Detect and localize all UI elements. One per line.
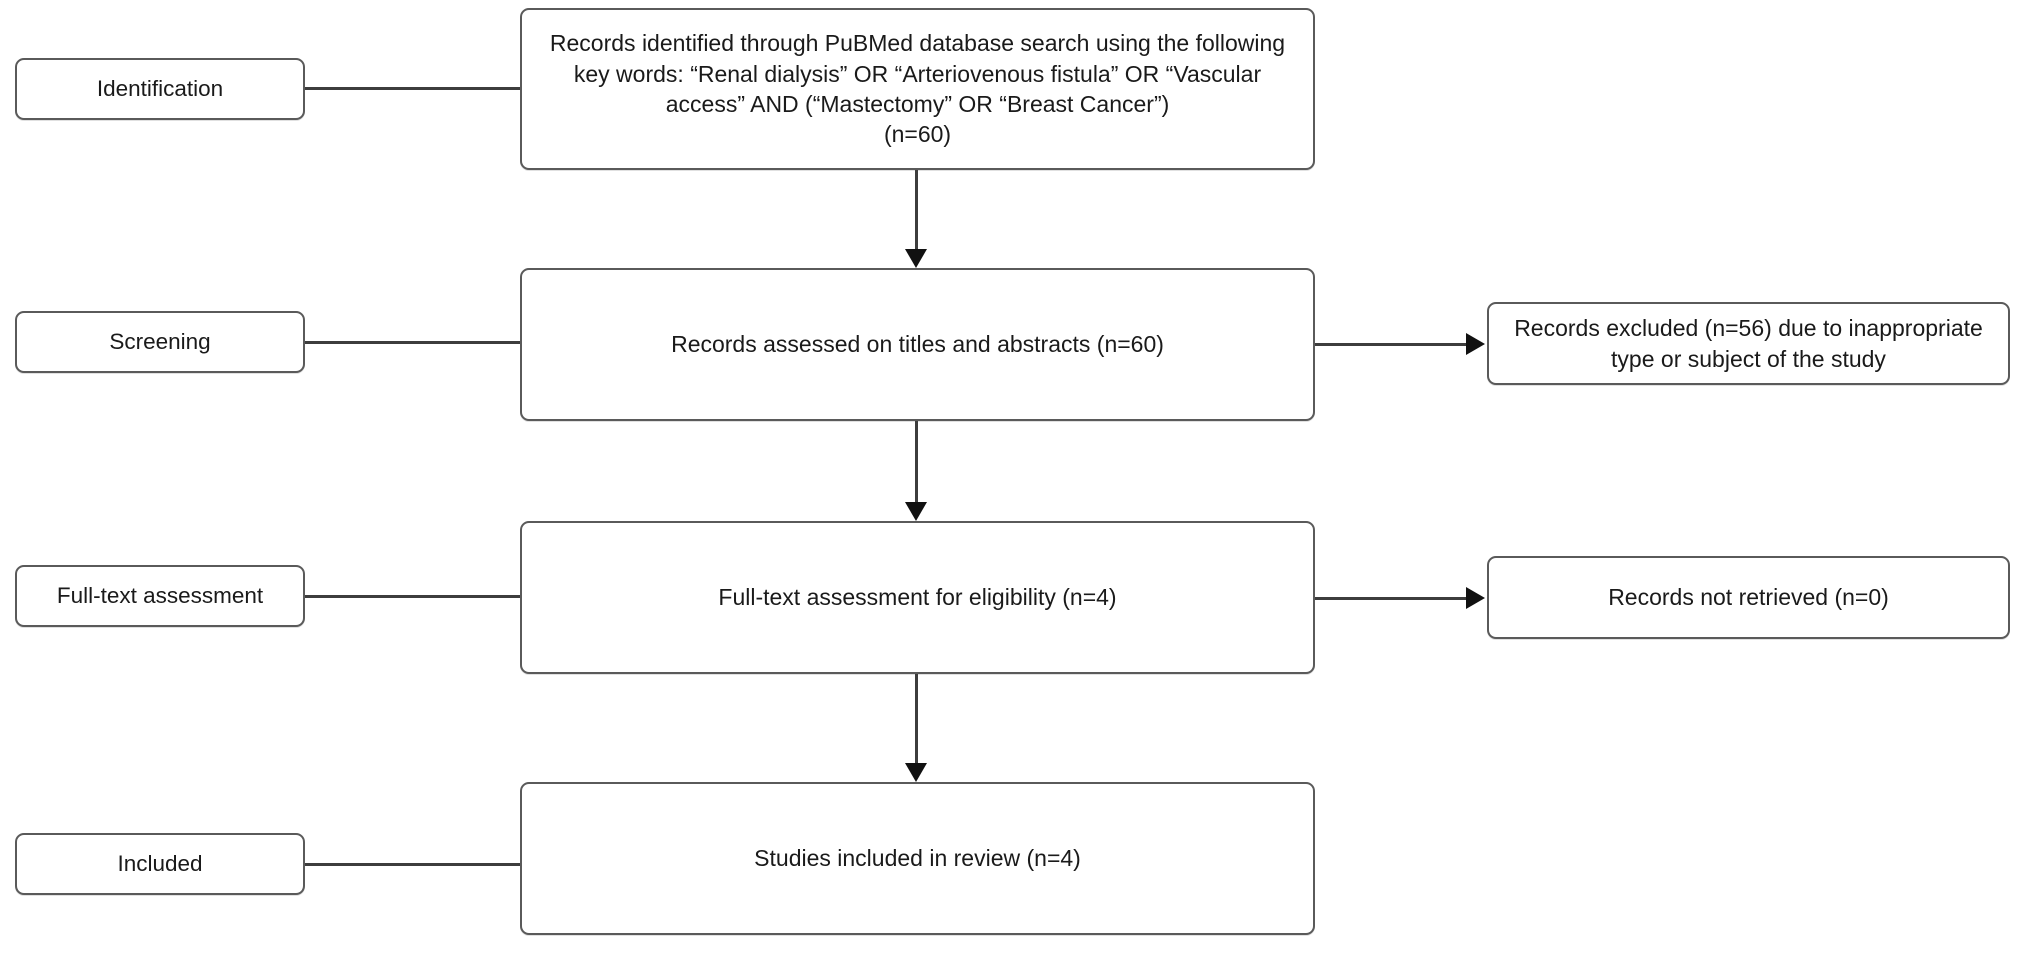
arrow-shaft-assessed-to-eligibility xyxy=(915,421,918,502)
stage-label-full-text-assessment-text: Full-text assessment xyxy=(56,583,264,609)
arrow-shaft-identified-to-assessed xyxy=(915,170,918,250)
arrow-shaft-assessed-to-excluded xyxy=(1315,343,1466,346)
stage-label-included-text: Included xyxy=(117,851,203,877)
box-records-not-retrieved-text: Records not retrieved (n=0) xyxy=(1608,584,1889,611)
arrow-head-eligibility-to-included xyxy=(905,763,927,782)
stage-label-identification: Identification xyxy=(15,58,305,120)
stage-label-included: Included xyxy=(15,833,305,895)
box-records-identified-text: Records identified through PuBMed databa… xyxy=(549,30,1286,148)
arrow-head-assessed-to-excluded xyxy=(1466,333,1485,355)
box-full-text-eligibility-text: Full-text assessment for eligibility (n=… xyxy=(718,584,1117,611)
arrow-head-eligibility-to-not-retrieved xyxy=(1466,587,1485,609)
box-full-text-eligibility: Full-text assessment for eligibility (n=… xyxy=(520,521,1315,674)
connector-screening-to-records-assessed xyxy=(305,341,522,344)
box-studies-included-text: Studies included in review (n=4) xyxy=(754,845,1081,872)
connector-included-to-studies-included xyxy=(305,863,522,866)
connector-full-text-to-eligibility-box xyxy=(305,595,522,598)
connector-identification-to-records-identified xyxy=(305,87,522,90)
box-records-assessed: Records assessed on titles and abstracts… xyxy=(520,268,1315,421)
stage-label-identification-text: Identification xyxy=(96,76,224,102)
box-records-excluded-text: Records excluded (n=56) due to inappropr… xyxy=(1514,315,1983,372)
box-studies-included: Studies included in review (n=4) xyxy=(520,782,1315,935)
arrow-shaft-eligibility-to-not-retrieved xyxy=(1315,597,1466,600)
arrow-head-identified-to-assessed xyxy=(905,249,927,268)
box-records-identified: Records identified through PuBMed databa… xyxy=(520,8,1315,170)
arrow-head-assessed-to-eligibility xyxy=(905,502,927,521)
box-records-not-retrieved: Records not retrieved (n=0) xyxy=(1487,556,2010,639)
stage-label-screening-text: Screening xyxy=(109,329,211,355)
box-records-excluded: Records excluded (n=56) due to inappropr… xyxy=(1487,302,2010,385)
arrow-shaft-eligibility-to-included xyxy=(915,674,918,763)
stage-label-screening: Screening xyxy=(15,311,305,373)
stage-label-full-text-assessment: Full-text assessment xyxy=(15,565,305,627)
box-records-assessed-text: Records assessed on titles and abstracts… xyxy=(671,331,1164,358)
